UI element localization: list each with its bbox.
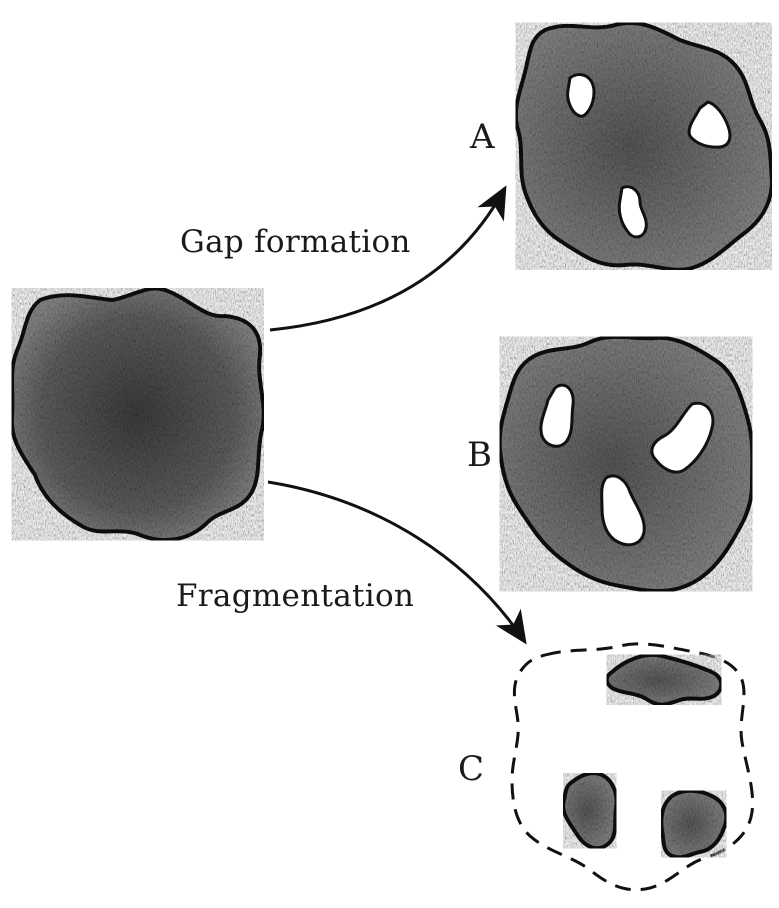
- fragment-right: [661, 791, 726, 858]
- patch-a: [516, 23, 772, 270]
- fragmentation-label: Fragmentation: [176, 578, 414, 614]
- patch-b: [500, 337, 753, 591]
- panel-a-label: A: [469, 117, 495, 157]
- fragment-top: [607, 655, 722, 705]
- panel-b-label: B: [467, 435, 492, 475]
- original-patch: [12, 288, 264, 540]
- arrow-fragmentation: [268, 482, 525, 642]
- panel-c-label: C: [458, 749, 484, 789]
- patch-c: [512, 644, 753, 890]
- gap-a1: [568, 74, 594, 116]
- gap-formation-label: Gap formation: [180, 224, 411, 260]
- fragment-left: [563, 773, 616, 848]
